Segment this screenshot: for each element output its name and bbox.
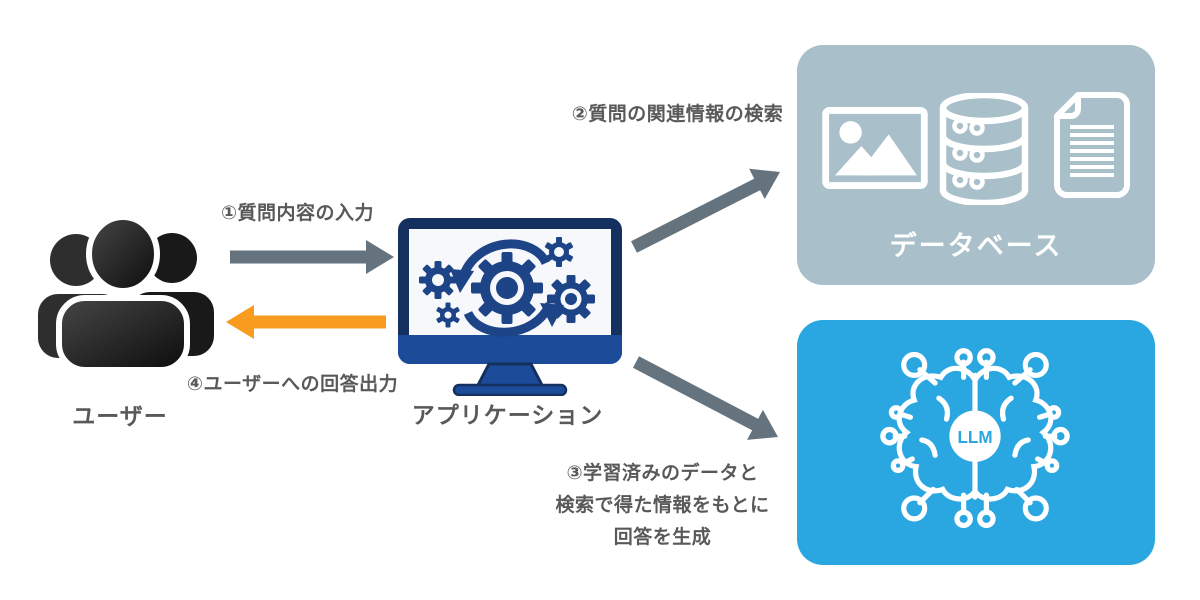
gear-small-left-icon xyxy=(436,302,460,328)
arrow-step3-label: ③学習済みのデータと 検索で得た情報をもとに 回答を生成 xyxy=(520,458,805,554)
arrow-step1-label: ①質問内容の入力 xyxy=(220,203,375,224)
user-group-icon xyxy=(38,214,214,373)
database-label: データベース xyxy=(889,231,1063,261)
arrow-step4-icon xyxy=(226,305,386,339)
arrow-step1-icon xyxy=(230,240,394,274)
gear-center-icon xyxy=(471,252,543,324)
user-label: ユーザー xyxy=(72,403,168,429)
arrow-step3-icon xyxy=(632,356,778,440)
arrow-step3-label-line2: 検索で得た情報をもとに xyxy=(555,495,770,516)
gear-left-icon xyxy=(419,261,457,299)
application-monitor-icon xyxy=(398,218,622,396)
arrow-step4-label: ④ユーザーへの回答出力 xyxy=(186,374,399,395)
arrow-step3-label-line1: ③学習済みのデータと xyxy=(566,463,759,484)
llm-center-circle xyxy=(949,410,1001,462)
monitor-stand xyxy=(474,362,546,389)
database-icon xyxy=(939,93,1029,205)
image-icon xyxy=(822,107,928,189)
llm-label: LLM xyxy=(957,428,992,447)
arrow-step2-icon xyxy=(631,168,780,253)
document-icon xyxy=(1054,92,1130,198)
arrow-step3-label-line3: 回答を生成 xyxy=(613,527,712,548)
application-label: アプリケーション xyxy=(411,402,604,428)
monitor-bottom-bar xyxy=(398,335,622,364)
brain-circuit-icon: LLM xyxy=(880,348,1070,529)
sync-arrows-icon xyxy=(450,239,564,337)
gears-icon xyxy=(419,237,595,337)
monitor-base xyxy=(452,383,568,396)
arrow-step2-label: ②質問の関連情報の検索 xyxy=(571,104,784,125)
person-front-icon xyxy=(56,214,190,373)
